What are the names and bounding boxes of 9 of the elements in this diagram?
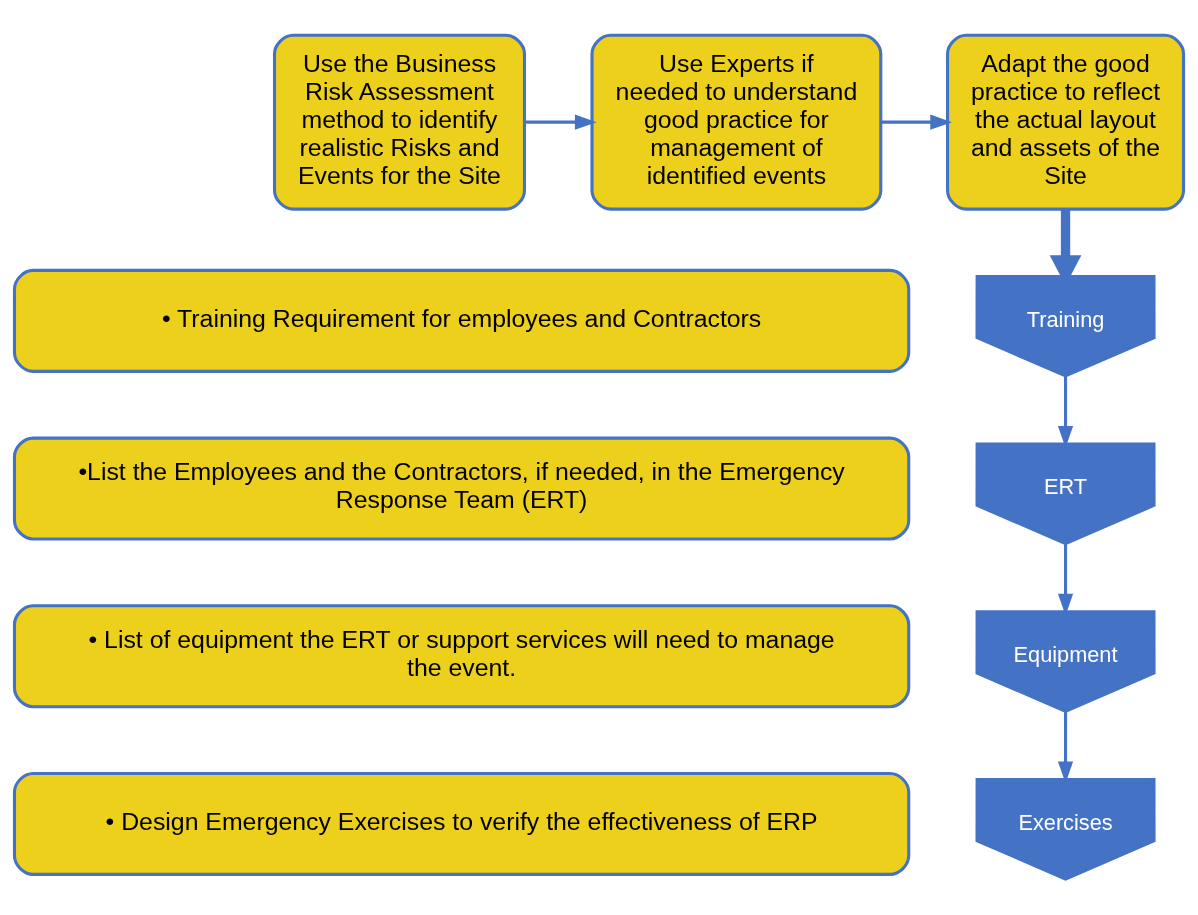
node-box: • Training Requirement for employees and Contractors [12,268,911,373]
arrow [881,114,953,130]
node-box: • Design Emergency Exercises to verify the effectiveness of ERP [12,771,911,876]
node-box: •List the Employees and the Contractors, if needed, in the Emergency Response Team (ERT) [12,436,911,541]
node-box: Adapt the good practice to reflect the actual layout and assets of the Site [946,33,1186,211]
node-box: Use Experts if needed to understand good practice for management of identified events [590,33,883,211]
arrow [524,114,597,130]
node-box: Use the Business Risk Assessment method to identify realistic Risks and Events for the Site [272,33,527,211]
node-box: • List of equipment the ERT or support services will need to manage the event. [12,604,911,709]
